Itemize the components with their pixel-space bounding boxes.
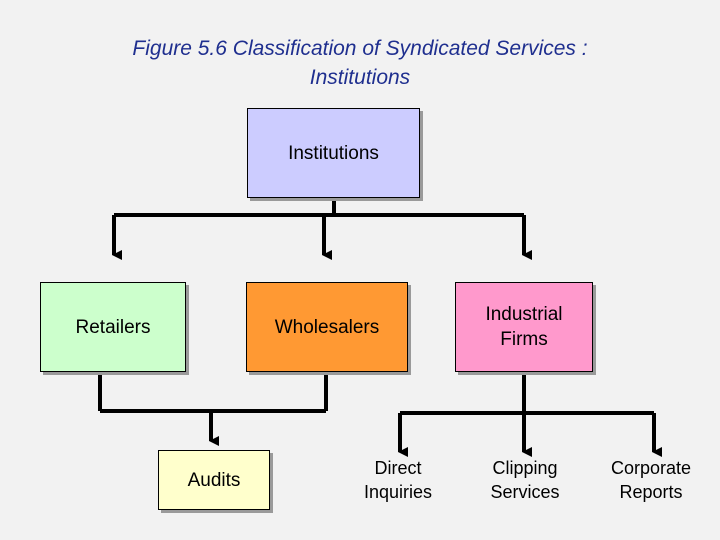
node-wholesalers: Wholesalers (246, 282, 408, 372)
node-institutions: Institutions (247, 108, 420, 198)
node-direct-inquiries-label-1: Direct (374, 458, 422, 478)
figure-title: Figure 5.6 Classification of Syndicated … (40, 34, 680, 92)
node-clipping-services-label-2: Services (490, 482, 560, 502)
node-direct-inquiries-label-2: Inquiries (363, 482, 433, 502)
node-audits: Audits (158, 450, 270, 510)
node-industrial-firms-label-2: Firms (500, 329, 548, 350)
node-institutions-label: Institutions (288, 142, 379, 164)
node-clipping-services-label-1: Clipping (492, 458, 558, 478)
node-corporate-reports: Corporate Reports (598, 456, 704, 504)
figure-title-line-2: Institutions (309, 66, 411, 89)
figure-title-line-1: Figure 5.6 Classification of Syndicated … (132, 37, 588, 60)
node-audits-label: Audits (187, 469, 241, 491)
node-industrial-firms: Industrial Firms (455, 282, 593, 372)
node-corporate-reports-label-1: Corporate (610, 458, 692, 478)
node-industrial-firms-label-1: Industrial (485, 304, 563, 325)
node-corporate-reports-label-2: Reports (619, 482, 683, 502)
node-clipping-services: Clipping Services (466, 456, 584, 504)
node-retailers: Retailers (40, 282, 186, 372)
node-retailers-label: Retailers (75, 316, 151, 338)
node-direct-inquiries: Direct Inquiries (340, 456, 456, 504)
node-wholesalers-label: Wholesalers (274, 316, 380, 338)
